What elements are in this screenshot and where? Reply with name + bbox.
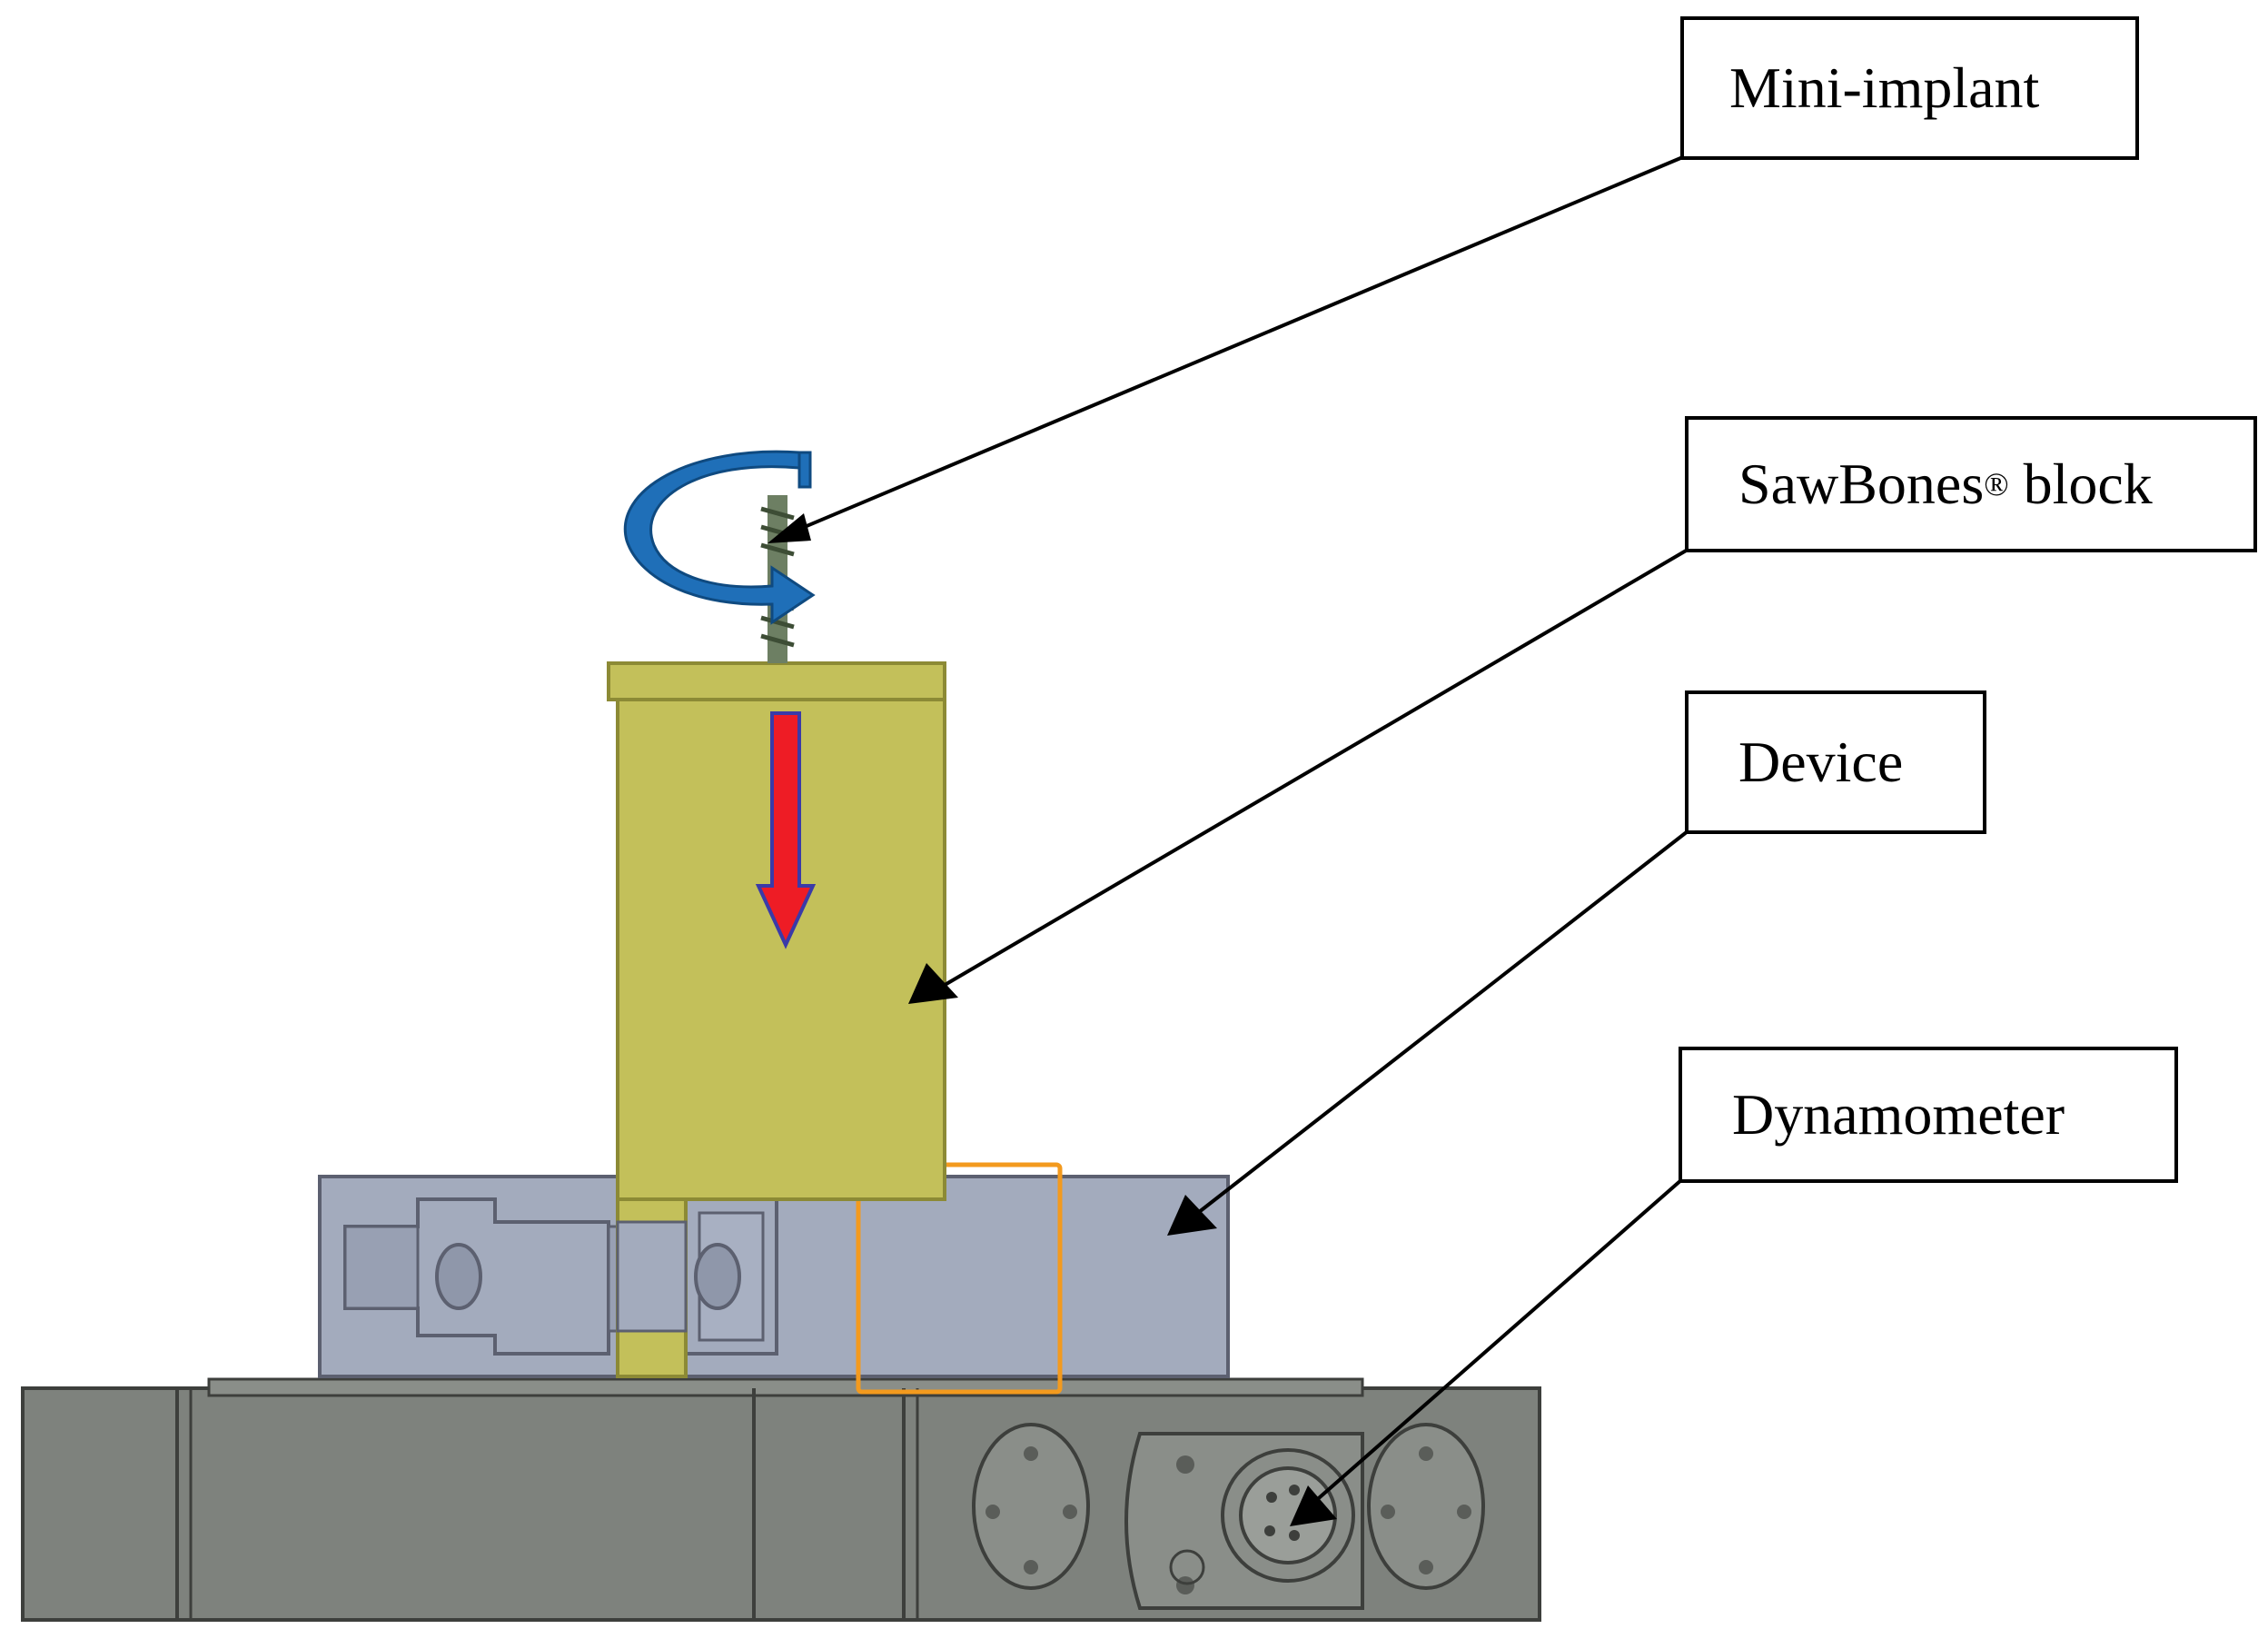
label-mini-implant: Mini-implant (1680, 16, 2139, 160)
leader-lines (768, 154, 1689, 1526)
flange-right (1367, 1423, 1485, 1590)
device-fixture (318, 1162, 1230, 1395)
highlight-box (856, 1162, 1063, 1395)
arrowhead-dynamometer (1290, 1485, 1337, 1526)
label-device-text: Device (1738, 730, 1904, 794)
leader-dynamometer (1311, 1177, 1684, 1505)
label-sawbones-suffix: block (2008, 452, 2153, 516)
label-mini-implant-text: Mini-implant (1729, 55, 2040, 120)
label-dynamometer: Dynamometer (1679, 1047, 2178, 1183)
leader-device (1193, 829, 1689, 1217)
leader-sawbones (934, 548, 1689, 992)
rotation-arrow (623, 450, 816, 625)
label-dynamometer-text: Dynamometer (1732, 1082, 2065, 1147)
force-arrow (755, 711, 817, 949)
arrowhead-device (1167, 1195, 1217, 1236)
flange-left (972, 1423, 1090, 1590)
arrowhead-mini-implant (768, 513, 811, 543)
label-sawbones-name: SawBones (1738, 452, 1985, 516)
label-device: Device (1685, 690, 1986, 834)
dynamometer-body (21, 1377, 1541, 1622)
label-sawbones-block: SawBones® block (1685, 416, 2257, 552)
arrowhead-sawbones (908, 963, 958, 1004)
label-sawbones-mark: ® (1984, 466, 2009, 502)
connector-plate (1124, 1432, 1364, 1610)
leader-mini-implant (782, 154, 1686, 538)
